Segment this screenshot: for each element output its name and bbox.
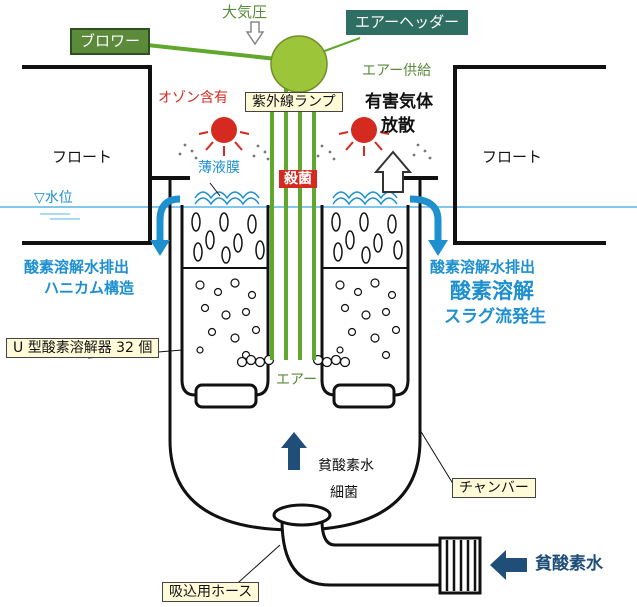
discharge-arrow-left — [156, 195, 181, 243]
float-left-label: フロート — [52, 148, 113, 166]
diffusion-label: 放散 — [381, 116, 415, 136]
suction-hose-label: 吸込用ホース — [162, 582, 260, 602]
float-left-body — [22, 65, 152, 245]
slug-bubbles-right — [335, 278, 401, 360]
do-discharge-right-label: 酸素溶解水排出 — [430, 258, 536, 276]
dissolver-left — [180, 205, 270, 397]
harmful-gas-label: 有害気体 — [365, 92, 433, 112]
poor-oxygen-water-label: 貧酸素水 — [318, 458, 374, 474]
uv-lamp-label: 紫外線ランプ — [245, 92, 343, 112]
chamber-label: チャンバー — [452, 478, 536, 498]
water-level-label: ▽水位 — [34, 190, 73, 206]
honeycomb-ovals-right — [331, 212, 403, 264]
discharge-arrow-right — [409, 195, 442, 243]
diffuser-right — [312, 354, 351, 368]
honeycomb-label: ハニカム構造 — [44, 279, 135, 297]
discharge-arrowhead-right — [428, 240, 448, 256]
oxygen-dissolve-label: 酸素溶解 — [450, 279, 534, 303]
inlet-poor-oxygen-water-label: 貧酸素水 — [535, 554, 603, 574]
diffuser-left — [236, 354, 275, 368]
air-pipes — [270, 80, 316, 360]
thin-film-label: 薄液膜 — [198, 160, 240, 176]
mist-dots — [178, 143, 432, 161]
honeycomb-ovals-left — [191, 212, 265, 264]
float-right-label: フロート — [482, 148, 543, 166]
u-dissolver-label: U 型酸素溶解器 32 個 — [6, 338, 160, 358]
thin-film-right — [332, 191, 398, 206]
air-header-label: エアーヘッダー — [346, 10, 469, 35]
inlet-arrow-icon — [490, 550, 527, 580]
hose-filter-bars — [445, 540, 477, 591]
slug-bubbles-left — [195, 278, 261, 360]
float-right-body — [453, 65, 606, 245]
dissolver-left-base — [194, 383, 258, 409]
hose-mouth — [272, 503, 332, 527]
do-discharge-left-label: 酸素溶解水排出 — [24, 258, 130, 276]
discharge-arrowhead-left — [150, 240, 170, 256]
air-supply-label: エアー供給 — [362, 63, 432, 79]
atmospheric-pressure-label: 大気圧 — [222, 3, 268, 21]
air-label: エアー — [276, 372, 318, 388]
blower-ball-icon — [270, 35, 328, 93]
thin-film-left — [194, 191, 260, 206]
slug-flow-label: スラグ流発生 — [444, 307, 546, 327]
upflow-arrow-icon — [281, 432, 307, 470]
blower-label: ブロワー — [70, 28, 151, 55]
gas-release-arrow-icon — [373, 150, 413, 193]
bacteria-label: 細菌 — [330, 485, 358, 501]
ozone-label: オゾン含有 — [158, 90, 228, 106]
atmospheric-arrow-icon — [245, 21, 265, 46]
dissolver-right-base — [332, 383, 396, 409]
uv-lamp-right-icon — [338, 117, 390, 156]
uv-lamp-left-icon — [198, 117, 250, 156]
suction-hose — [280, 519, 442, 587]
dissolver-right — [320, 205, 410, 397]
sterilize-label: 殺菌 — [279, 170, 317, 188]
